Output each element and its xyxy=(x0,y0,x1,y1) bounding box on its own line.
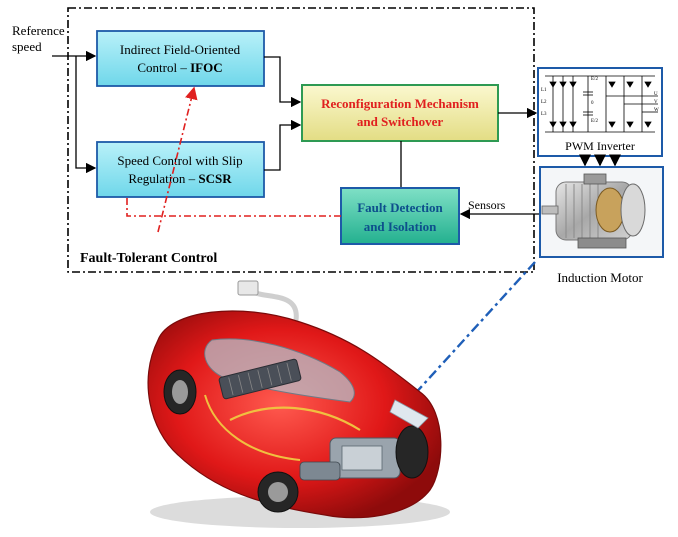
ifoc-line2-plain: Control – xyxy=(137,60,190,75)
inverter-label-l3: L3 xyxy=(541,112,547,117)
fault-signal-to-ifoc xyxy=(157,86,198,233)
reconfig-line1: Reconfiguration Mechanism xyxy=(321,96,479,111)
reconfiguration-block: Reconfiguration Mechanism and Switchover xyxy=(301,84,499,142)
scsr-block: Speed Control with Slip Regulation – SCS… xyxy=(96,141,265,198)
fdi-line1: Fault Detection xyxy=(357,200,443,215)
ftc-boundary xyxy=(67,7,535,273)
scsr-to-reconfig-arrow xyxy=(264,119,302,171)
scsr-line2-plain: Regulation – xyxy=(128,171,198,186)
induction-motor-image xyxy=(539,166,664,258)
ifoc-line2-bold: IFOC xyxy=(190,60,223,75)
scsr-line1: Speed Control with Slip xyxy=(117,153,242,168)
ifoc-to-reconfig-arrow xyxy=(264,56,302,108)
inverter-label-v: V xyxy=(654,100,658,105)
reference-speed-label-2: speed xyxy=(12,39,42,54)
pwm-inverter: L1 L2 L3 E/2 E/2 0 U V W PWM Inverter xyxy=(537,67,663,157)
ifoc-line2: Control – IFOC xyxy=(137,60,222,75)
inverter-label-l1: L1 xyxy=(541,88,547,93)
scsr-line2: Regulation – SCSR xyxy=(128,171,232,186)
electric-car-image xyxy=(147,280,450,528)
ftc-label: Fault-Tolerant Control xyxy=(80,251,217,266)
fault-signal-path xyxy=(126,197,341,217)
ifoc-block: Indirect Field-Oriented Control – IFOC xyxy=(96,30,265,87)
inverter-label-w: W xyxy=(654,108,659,113)
fdi-line2: and Isolation xyxy=(364,219,437,234)
fdi-block: Fault Detection and Isolation xyxy=(340,187,460,245)
inverter-label-zero: 0 xyxy=(591,101,594,106)
ref-to-scsr-arrow xyxy=(75,56,97,174)
motor-label: Induction Motor xyxy=(557,270,643,285)
reconfig-line2: and Switchover xyxy=(357,114,444,129)
sensors-label: Sensors xyxy=(468,198,506,212)
inverter-label-e2-top: E/2 xyxy=(591,77,598,82)
reference-speed-label-1: Reference xyxy=(12,23,65,38)
ifoc-line1: Indirect Field-Oriented xyxy=(120,42,241,57)
inverter-label-e2-bottom: E/2 xyxy=(591,119,598,124)
inverter-label-u: U xyxy=(654,92,658,97)
pwm-label: PWM Inverter xyxy=(565,139,635,153)
scsr-line2-bold: SCSR xyxy=(198,171,232,186)
inverter-label-l2: L2 xyxy=(541,100,547,105)
